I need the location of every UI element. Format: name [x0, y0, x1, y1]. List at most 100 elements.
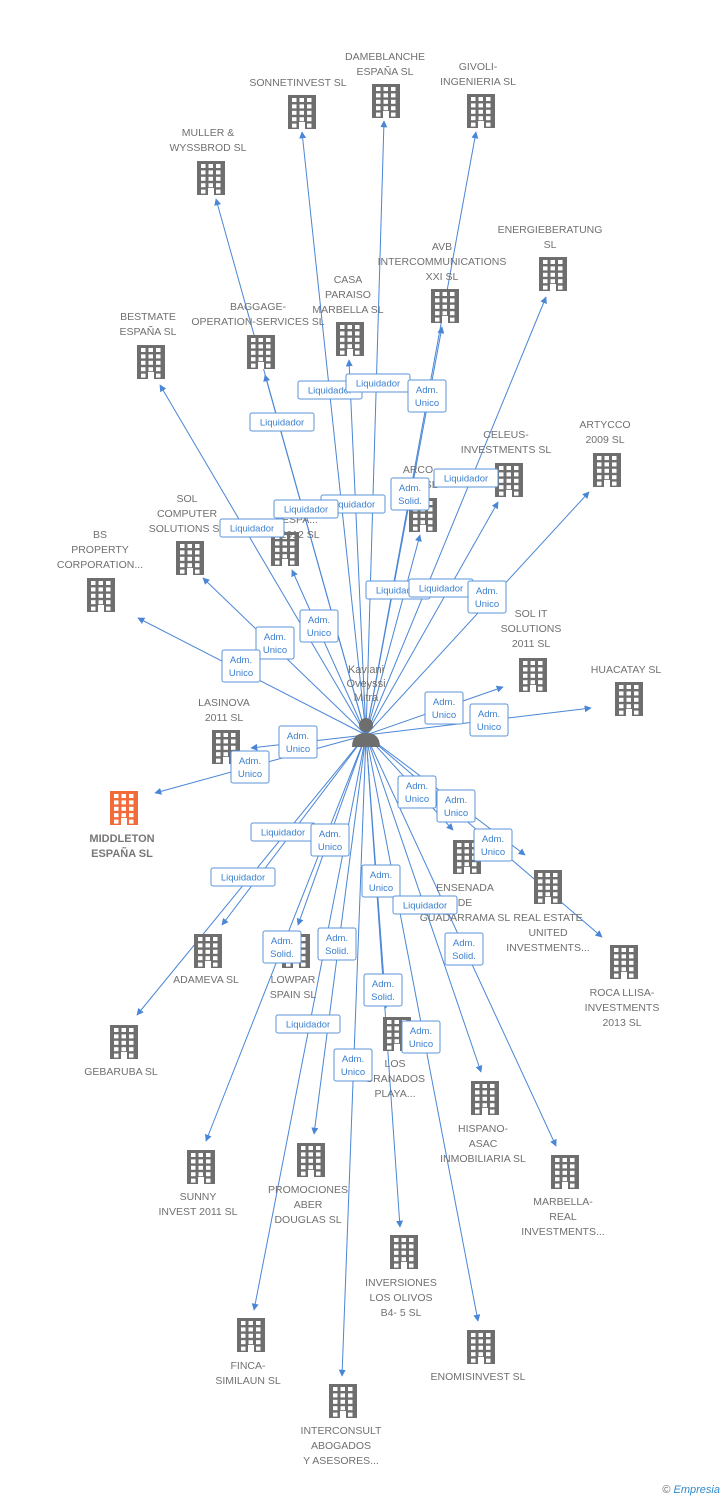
- svg-text:Adm.Solid.: Adm.Solid.: [452, 938, 476, 962]
- building-icon: [495, 463, 523, 497]
- role-label[interactable]: Adm.Solid.: [317, 927, 357, 961]
- company-label: GEBARUBA SL: [84, 1066, 158, 1078]
- svg-text:Adm.Unico: Adm.Unico: [481, 834, 505, 858]
- brand-logo[interactable]: Empresia: [673, 1484, 720, 1496]
- role-label[interactable]: Adm.Unico: [424, 691, 464, 725]
- role-label[interactable]: Adm.Unico: [401, 1020, 441, 1054]
- building-icon: [297, 1143, 325, 1177]
- building-icon: [372, 84, 400, 118]
- role-label[interactable]: Adm.Unico: [361, 864, 401, 898]
- building-icon: [551, 1155, 579, 1189]
- svg-text:Adm.Unico: Adm.Unico: [405, 781, 429, 805]
- building-icon: [187, 1150, 215, 1184]
- role-label[interactable]: Liquidador: [275, 1014, 341, 1034]
- company-node-muller[interactable]: MULLER &WYSSBROD SL: [169, 127, 247, 195]
- company-node-enomisinvest[interactable]: ENOMISINVEST SL: [431, 1330, 526, 1383]
- person-icon: [352, 718, 380, 747]
- edge-casaparaiso: [345, 359, 367, 736]
- role-label[interactable]: Adm.Unico: [467, 580, 507, 614]
- building-icon: [539, 257, 567, 291]
- svg-text:Liquidador: Liquidador: [261, 828, 305, 839]
- role-label[interactable]: Liquidador: [433, 468, 499, 488]
- role-label[interactable]: Liquidador: [273, 499, 339, 519]
- role-label[interactable]: Adm.Solid.: [390, 477, 430, 511]
- svg-text:Liquidador: Liquidador: [403, 901, 447, 912]
- role-label[interactable]: Liquidador: [392, 895, 458, 915]
- svg-text:Liquidador: Liquidador: [230, 524, 274, 535]
- footer-credit: © Empresia: [662, 1484, 720, 1496]
- svg-text:Liquidador: Liquidador: [308, 386, 352, 397]
- svg-text:Adm.Unico: Adm.Unico: [307, 615, 331, 639]
- company-label: CELEUS-INVESTMENTS SL: [461, 429, 552, 456]
- role-label[interactable]: Liquidador: [408, 578, 474, 598]
- role-label[interactable]: Adm.Unico: [255, 626, 295, 660]
- role-label[interactable]: Adm.Unico: [221, 649, 261, 683]
- edge-c2012: [291, 569, 367, 736]
- role-label[interactable]: Adm.Unico: [310, 823, 350, 857]
- role-label[interactable]: Liquidador: [219, 518, 285, 538]
- company-label: MULLER &WYSSBROD SL: [169, 127, 246, 154]
- role-label[interactable]: Adm.Unico: [333, 1048, 373, 1082]
- role-label[interactable]: Adm.Unico: [397, 775, 437, 809]
- building-icon: [237, 1318, 265, 1352]
- role-label[interactable]: Liquidador: [210, 867, 276, 887]
- company-node-sonnetinvest[interactable]: SONNETINVEST SL: [249, 77, 347, 129]
- building-icon: [471, 1081, 499, 1115]
- role-label[interactable]: Adm.Solid.: [444, 932, 484, 966]
- svg-text:Adm.Unico: Adm.Unico: [238, 756, 262, 780]
- role-label[interactable]: Adm.Unico: [299, 609, 339, 643]
- company-node-gebaruba[interactable]: GEBARUBA SL: [84, 1025, 158, 1078]
- edge-baggage: [263, 374, 367, 736]
- role-label[interactable]: Adm.Unico: [278, 725, 318, 759]
- role-label[interactable]: Adm.Solid.: [363, 973, 403, 1007]
- company-label: SONNETINVEST SL: [249, 77, 346, 89]
- company-node-finca[interactable]: FINCA-SIMILAUN SL: [215, 1318, 281, 1387]
- building-icon: [329, 1384, 357, 1418]
- company-node-adameva[interactable]: ADAMEVA SL: [173, 934, 239, 986]
- role-label[interactable]: Liquidador: [249, 412, 315, 432]
- role-label[interactable]: Liquidador: [250, 822, 316, 842]
- company-node-huacatay[interactable]: HUACATAY SL: [591, 664, 662, 716]
- role-label[interactable]: Adm.Solid.: [262, 930, 302, 964]
- company-node-baggage[interactable]: BAGGAGE-OPERATION-SERVICES SL: [191, 301, 325, 369]
- role-label[interactable]: Liquidador: [345, 373, 411, 393]
- company-label: ENOMISINVEST SL: [431, 1371, 526, 1383]
- role-label[interactable]: Adm.Unico: [469, 703, 509, 737]
- edge-sonnetinvest: [299, 131, 367, 736]
- svg-text:Liquidador: Liquidador: [331, 500, 375, 511]
- role-label[interactable]: Adm.Unico: [436, 789, 476, 823]
- company-node-givoli[interactable]: GIVOLI-INGENIERIA SL: [440, 61, 516, 128]
- role-label[interactable]: Adm.Unico: [407, 379, 447, 413]
- building-icon: [87, 578, 115, 612]
- company-node-celeus[interactable]: CELEUS-INVESTMENTS SL: [461, 429, 552, 497]
- role-label[interactable]: Adm.Unico: [230, 750, 270, 784]
- role-label[interactable]: Adm.Unico: [473, 828, 513, 862]
- company-label: BAGGAGE-OPERATION-SERVICES SL: [191, 301, 324, 328]
